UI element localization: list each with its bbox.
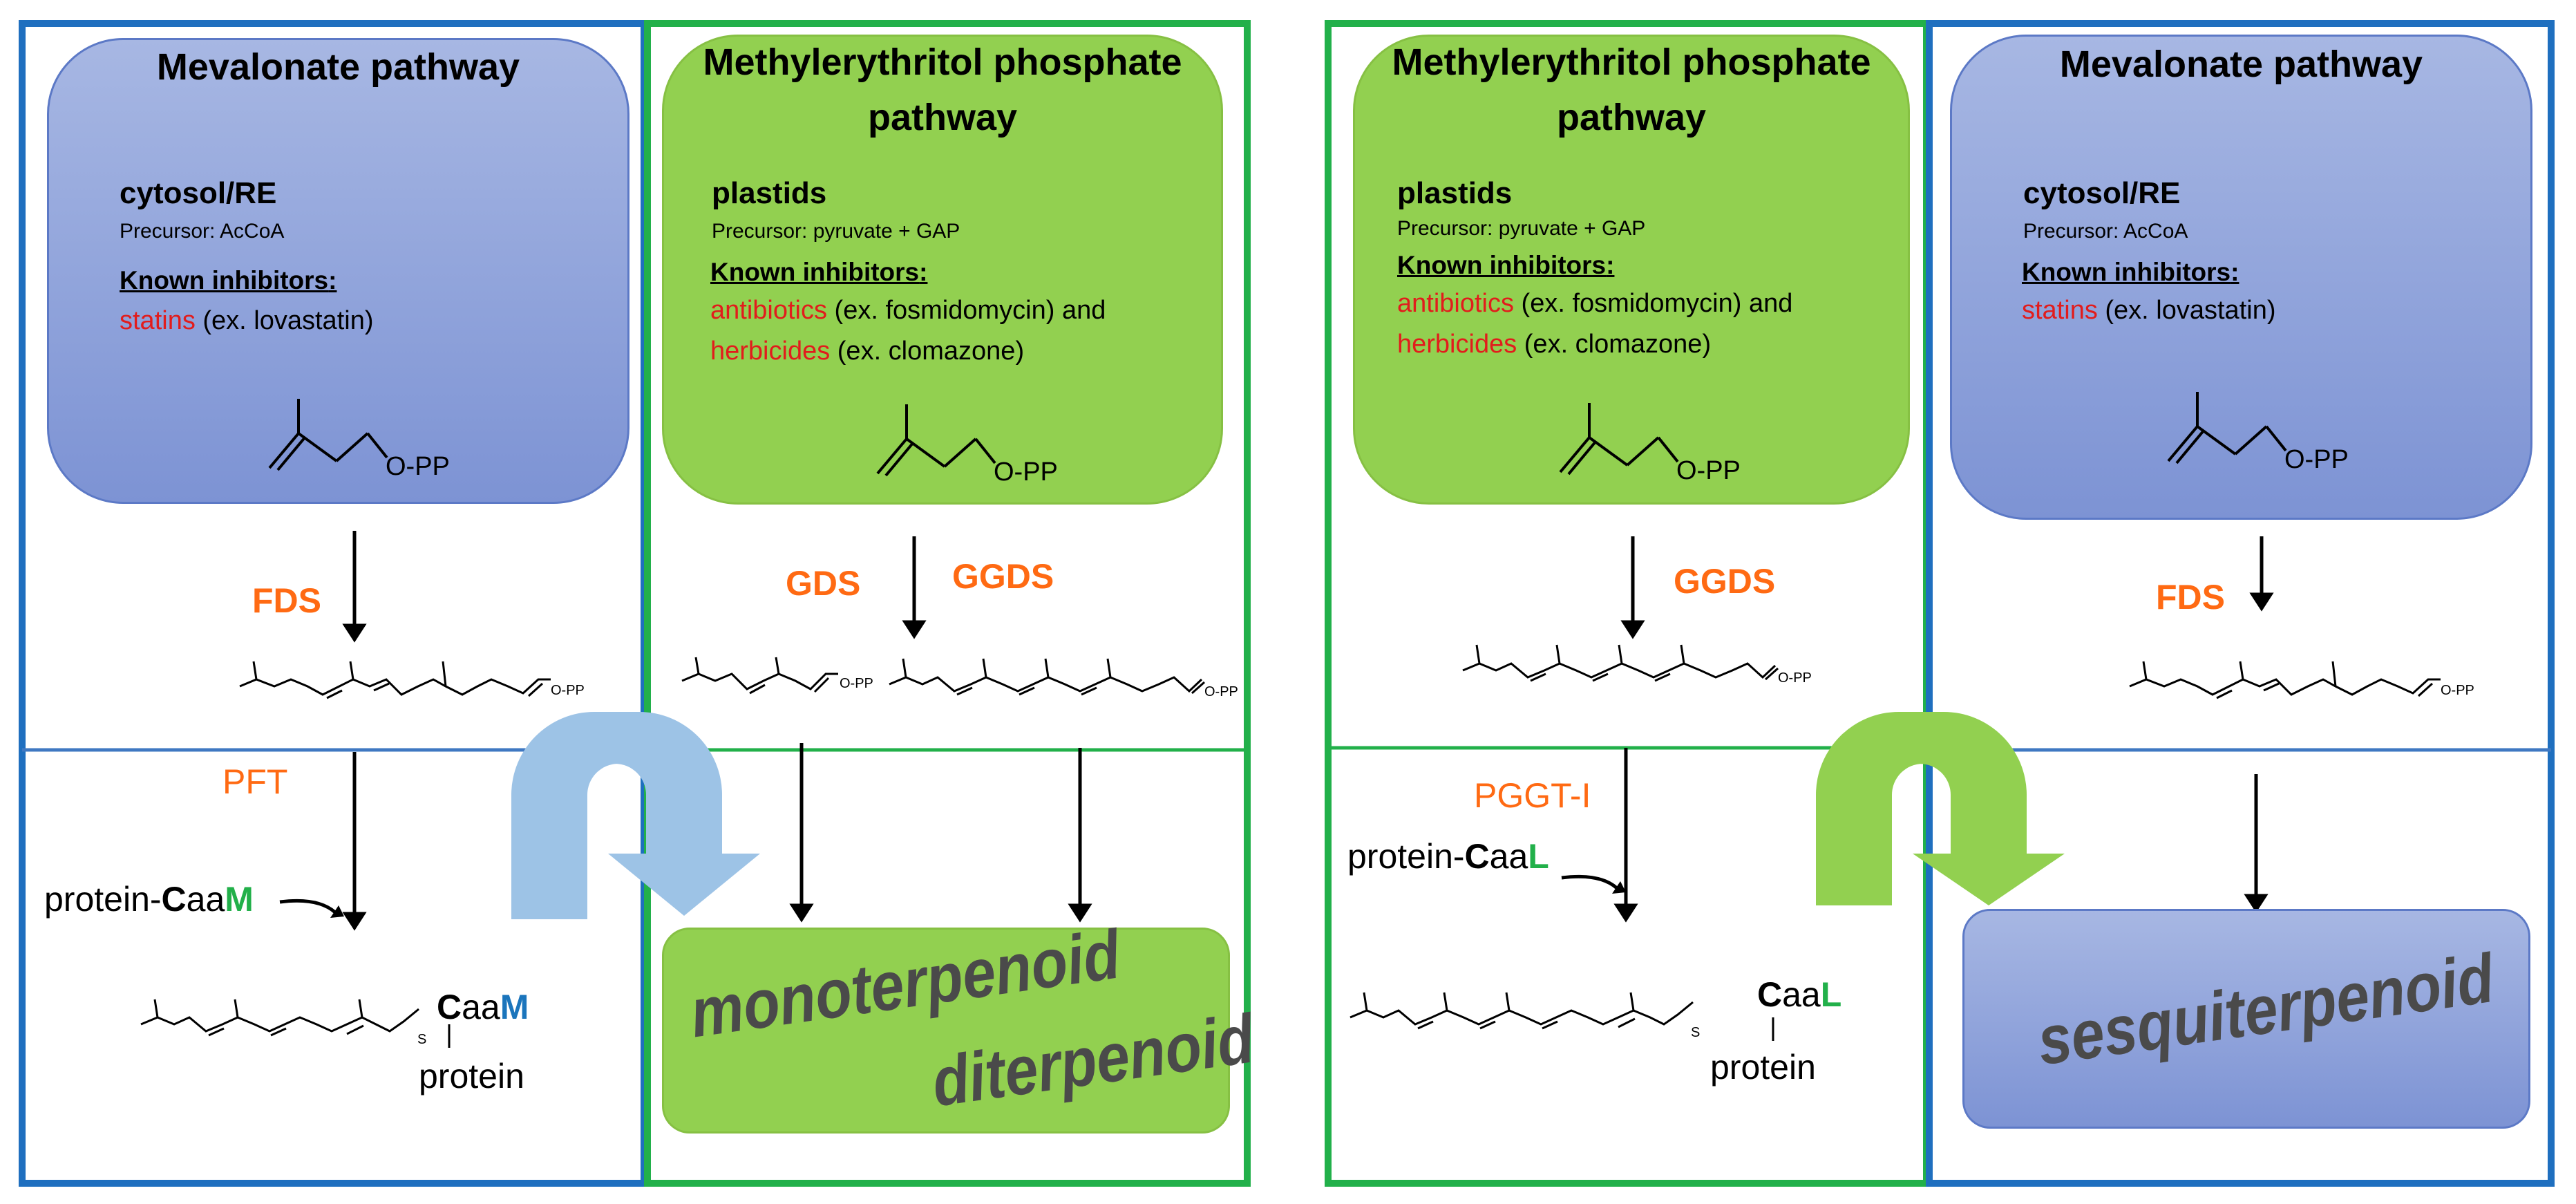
mva-pathway-box [47, 38, 629, 504]
mva-title: Mevalonate pathway [156, 46, 520, 88]
mva-precursor: Precursor: AcCoA [120, 220, 285, 243]
enzyme-pft: PFT [222, 762, 288, 801]
prenylated-caal: CaaL [1757, 975, 1842, 1014]
mep-inhibitor-1: antibiotics (ex. fosmidomycin) and [710, 296, 1106, 325]
protein-caal-arrow [1561, 874, 1626, 894]
mono-di-product-box [662, 928, 1230, 1134]
s-label-left: S [417, 1032, 426, 1047]
prenylated-bond-left [448, 1024, 451, 1048]
mep-ipp-structure-right: O-PP [1559, 403, 1741, 485]
fpp-label-right: O-PP [2441, 683, 2474, 698]
enzyme-pggt-i: PGGT-I [1474, 776, 1591, 815]
curved-arrow-green [1816, 712, 2065, 905]
geranylgeranylated-protein-structure: S [1349, 992, 1700, 1040]
mep-known-inhibitors-right: Known inhibitors: [1397, 251, 1615, 279]
prenylated-bond-right [1772, 1017, 1774, 1041]
ggpp-label-right: O-PP [1778, 670, 1812, 686]
mva-known-inhibitors: Known inhibitors: [120, 266, 337, 294]
fpp-structure: O-PP [239, 661, 585, 699]
mep-precursor-right: Precursor: pyruvate + GAP [1397, 217, 1646, 240]
mep-location: plastids [712, 176, 827, 210]
mep-title-line1: Methylerythritol phosphate [703, 41, 1182, 83]
mep-title-right-line2: pathway [1556, 97, 1707, 138]
mva-ipp-label: O-PP [386, 452, 450, 481]
mva-precursor-right: Precursor: AcCoA [2023, 220, 2188, 243]
mep-inhibitor-2-right: herbicides (ex. clomazone) [1397, 330, 1712, 359]
mva-ipp-label-right: O-PP [2284, 445, 2349, 474]
prenylated-protein-right: protein [1710, 1048, 1816, 1087]
curved-arrow-blue [511, 712, 760, 919]
mva-ipp-structure: O-PP [268, 399, 450, 481]
mep-location-right: plastids [1397, 176, 1513, 210]
prenylated-protein-left: protein [419, 1057, 524, 1095]
mva-ipp-structure-right: O-PP [2167, 392, 2349, 474]
enzyme-ggds-right: GGDS [1674, 562, 1776, 601]
protein-caal-label: protein-CaaL [1347, 837, 1549, 876]
ggpp-label: O-PP [1204, 684, 1238, 699]
ggpp-structure: O-PP [889, 658, 1238, 699]
gpp-structure: O-PP [681, 657, 873, 695]
mep-ipp-label: O-PP [994, 458, 1058, 487]
ggpp-structure-right: O-PP [1462, 644, 1812, 686]
fpp-structure-right: O-PP [2129, 661, 2474, 699]
enzyme-ggds: GGDS [952, 557, 1054, 596]
mva-location: cytosol/RE [120, 176, 277, 210]
mva-location-right: cytosol/RE [2023, 176, 2181, 210]
mep-ipp-structure: O-PP [876, 404, 1058, 487]
mva-title-right: Mevalonate pathway [2059, 44, 2423, 85]
sesqui-product-box [1962, 909, 2530, 1129]
mva-known-inhibitors-right: Known inhibitors: [2022, 258, 2239, 286]
s-label-right: S [1691, 1025, 1700, 1040]
farnesylated-protein-structure: S [140, 999, 426, 1047]
mep-pathway-box-right [1353, 35, 1910, 505]
mep-known-inhibitors: Known inhibitors: [710, 258, 928, 286]
prenylated-caam: CaaM [437, 988, 529, 1026]
mep-title-line2: pathway [867, 97, 1018, 138]
protein-caam-arrow [279, 899, 344, 918]
enzyme-gds: GDS [786, 564, 861, 603]
mep-precursor: Precursor: pyruvate + GAP [712, 220, 960, 243]
enzyme-fds: FDS [252, 581, 321, 620]
mep-inhibitor-1-right: antibiotics (ex. fosmidomycin) and [1397, 289, 1793, 318]
mep-ipp-label-right: O-PP [1676, 456, 1741, 485]
fpp-label: O-PP [551, 683, 585, 698]
gpp-label: O-PP [840, 676, 873, 691]
protein-caam-label: protein-CaaM [44, 880, 254, 919]
enzyme-fds-right: FDS [2156, 578, 2225, 617]
mep-pathway-box [662, 35, 1223, 505]
mva-pathway-box-right [1950, 35, 2532, 520]
mep-inhibitor-2: herbicides (ex. clomazone) [710, 337, 1025, 366]
mva-inhibitor: statins (ex. lovastatin) [120, 306, 374, 335]
mep-title-right-line1: Methylerythritol phosphate [1392, 41, 1871, 83]
mva-inhibitor-right: statins (ex. lovastatin) [2022, 296, 2276, 325]
